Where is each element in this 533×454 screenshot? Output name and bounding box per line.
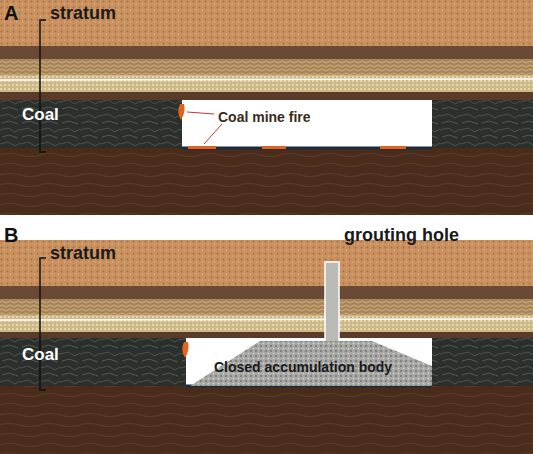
- leader-line: [187, 112, 214, 114]
- sand-layer: [0, 240, 533, 286]
- layer-name: stratum: [50, 244, 116, 264]
- layer-name: stratum: [50, 4, 116, 24]
- panel-letter: B: [4, 224, 18, 246]
- rock-layer: [0, 59, 533, 75]
- grid-layer: [0, 315, 533, 332]
- fire-spot: [380, 146, 406, 149]
- callout-text: Coal mine fire: [218, 110, 311, 125]
- sand-layer: [0, 0, 533, 46]
- roof-layer: [0, 332, 533, 338]
- leader-line: [204, 124, 222, 144]
- part-name: Closed accumulation body: [214, 360, 392, 375]
- coal-seam: [0, 100, 533, 150]
- floor-line: [182, 147, 432, 150]
- accumulation-body: [190, 341, 432, 386]
- fire-spot: [182, 342, 188, 358]
- floor-layer: [0, 386, 533, 454]
- bracket: [40, 258, 46, 390]
- grouting-hole: [325, 262, 339, 342]
- fire-spot: [188, 146, 216, 149]
- layer-name: Coal: [22, 106, 59, 125]
- dark-layer: [0, 46, 533, 59]
- white-seam: [0, 319, 533, 320]
- dark-layer: [0, 286, 533, 299]
- panel-b: [0, 240, 533, 454]
- grid-layer: [0, 75, 533, 92]
- panel-a: [0, 0, 533, 215]
- part-name: grouting hole: [344, 226, 459, 246]
- white-seam: [0, 79, 533, 80]
- bracket: [40, 20, 46, 152]
- fire-spot: [178, 104, 184, 120]
- roof-layer: [0, 92, 533, 100]
- layer-name: Coal: [22, 346, 59, 365]
- goaf-cavity: [182, 100, 432, 148]
- coal-seam: [0, 338, 533, 388]
- goaf-cavity: [186, 338, 432, 386]
- rock-layer: [0, 299, 533, 315]
- fire-spot: [262, 146, 286, 149]
- panel-letter: A: [4, 2, 18, 24]
- floor-layer: [0, 148, 533, 215]
